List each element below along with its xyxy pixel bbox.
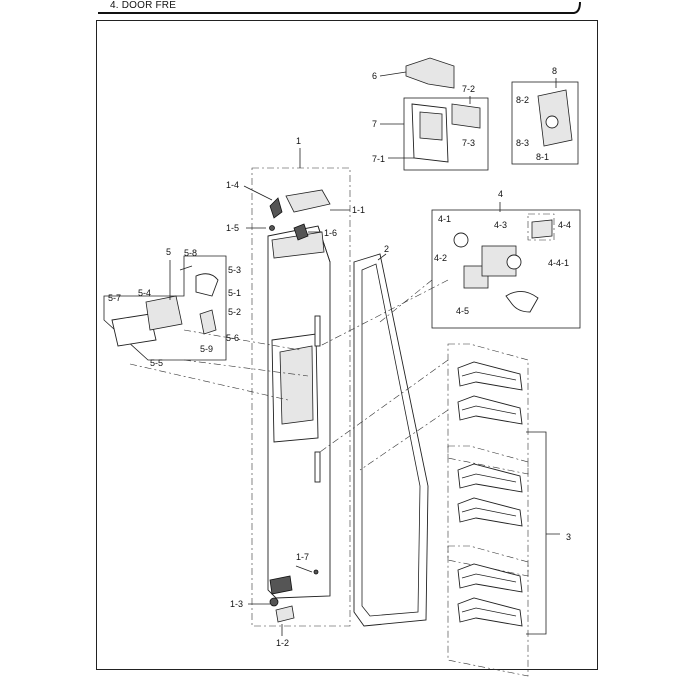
part-4-1 bbox=[453, 232, 469, 248]
shelf-bin-2-1 bbox=[457, 463, 523, 493]
part-5-6 bbox=[199, 309, 217, 335]
door-gasket bbox=[353, 253, 429, 627]
label-5-6: 5-6 bbox=[226, 333, 239, 343]
label-1: 1 bbox=[296, 136, 301, 146]
module-6-7 bbox=[403, 57, 489, 171]
label-5-4: 5-4 bbox=[138, 288, 151, 298]
shelf-bin-2-2 bbox=[457, 497, 523, 527]
shelf-bracket-leader bbox=[526, 431, 560, 635]
door-shelves bbox=[447, 343, 560, 677]
header-rule bbox=[98, 1, 581, 14]
label-4-2: 4-2 bbox=[434, 253, 447, 263]
part-8-1 bbox=[545, 115, 559, 129]
dispenser-cavity bbox=[279, 345, 314, 425]
assembly-lines bbox=[129, 279, 449, 471]
module-4-outline bbox=[431, 209, 581, 329]
shelf-bin-rim-3-2 bbox=[461, 607, 517, 617]
label-5-7: 5-7 bbox=[108, 293, 121, 303]
label-1-2: 1-2 bbox=[276, 638, 289, 648]
shelf-bin-3-1 bbox=[457, 563, 523, 593]
shelf-bin-1-2 bbox=[457, 395, 523, 425]
cap-1-7 bbox=[313, 569, 319, 575]
label-4-4-1: 4-4-1 bbox=[548, 258, 569, 268]
label-8-3: 8-3 bbox=[516, 138, 529, 148]
label-7-3: 7-3 bbox=[462, 138, 475, 148]
label-4: 4 bbox=[498, 189, 503, 199]
part-4-4-frame bbox=[527, 213, 555, 241]
label-4-1: 4-1 bbox=[438, 214, 451, 224]
label-3: 3 bbox=[566, 532, 571, 542]
section-header: 4. DOOR FRE bbox=[96, 0, 582, 14]
module-8-outline bbox=[511, 81, 579, 165]
label-5-9: 5-9 bbox=[200, 344, 213, 354]
shelf-group-top bbox=[447, 343, 529, 475]
module-7-outline bbox=[403, 97, 489, 171]
label-8-1: 8-1 bbox=[536, 152, 549, 162]
shelf-bin-3-2 bbox=[457, 597, 523, 627]
label-1-3: 1-3 bbox=[230, 599, 243, 609]
label-6: 6 bbox=[372, 71, 377, 81]
label-7-1: 7-1 bbox=[372, 154, 385, 164]
leader-lines bbox=[169, 71, 557, 636]
label-1-5: 1-5 bbox=[226, 223, 239, 233]
shelf-group-bottom bbox=[447, 545, 529, 677]
label-8: 8 bbox=[552, 66, 557, 76]
label-5-5: 5-5 bbox=[150, 358, 163, 368]
label-1-6: 1-6 bbox=[324, 228, 337, 238]
module-5 bbox=[103, 255, 227, 361]
shelf-bin-rim-2-1 bbox=[461, 473, 517, 483]
part-5-7-cover bbox=[111, 313, 157, 347]
part-4-4-1 bbox=[505, 291, 539, 313]
hinge-bracket bbox=[293, 223, 309, 241]
part-5-4-board bbox=[145, 295, 183, 331]
label-5-2: 5-2 bbox=[228, 307, 241, 317]
label-1-7: 1-7 bbox=[296, 552, 309, 562]
label-8-2: 8-2 bbox=[516, 95, 529, 105]
diagram-frame bbox=[96, 20, 598, 670]
part-6 bbox=[405, 57, 455, 89]
shelf-bin-rim-1-1 bbox=[461, 371, 517, 381]
label-5: 5 bbox=[166, 247, 171, 257]
label-7: 7 bbox=[372, 119, 377, 129]
callout-labels: 1 1-1 1-2 1-3 1-4 1-5 1-6 1-7 2 3 4 4-1 … bbox=[108, 66, 571, 648]
part-4-cap bbox=[506, 254, 522, 270]
label-2: 2 bbox=[384, 244, 389, 254]
door-hinge-mark-lower bbox=[314, 451, 321, 483]
label-4-5: 4-5 bbox=[456, 306, 469, 316]
label-5-8: 5-8 bbox=[184, 248, 197, 258]
shelf-bin-rim-2-2 bbox=[461, 507, 517, 517]
bottom-hinge-cover bbox=[275, 605, 295, 623]
shelf-bin-rim-3-1 bbox=[461, 573, 517, 583]
label-4-4: 4-4 bbox=[558, 220, 571, 230]
label-5-1: 5-1 bbox=[228, 288, 241, 298]
shelf-group-mid bbox=[447, 445, 529, 577]
washer-1-3 bbox=[269, 597, 279, 607]
shelf-bin-rim-1-2 bbox=[461, 405, 517, 415]
door-hinge-mark bbox=[314, 315, 321, 347]
shelf-bin-1-1 bbox=[457, 361, 523, 391]
bottom-hinge bbox=[269, 575, 293, 595]
part-5-1 bbox=[195, 273, 219, 297]
door-group-outline bbox=[251, 167, 351, 627]
label-1-1: 1-1 bbox=[352, 205, 365, 215]
part-5-8 bbox=[179, 265, 193, 271]
part-7-2 bbox=[451, 103, 481, 129]
part-4-4 bbox=[531, 219, 553, 239]
screw-1-5 bbox=[269, 225, 275, 231]
label-7-2: 7-2 bbox=[462, 84, 475, 94]
door-assembly bbox=[251, 167, 351, 627]
top-hinge-cover bbox=[285, 189, 331, 213]
label-1-4: 1-4 bbox=[226, 180, 239, 190]
label-5-3: 5-3 bbox=[228, 265, 241, 275]
module-8 bbox=[511, 81, 579, 165]
hinge-pin bbox=[269, 197, 283, 219]
section-title: 4. DOOR FRE bbox=[110, 0, 177, 11]
label-4-3: 4-3 bbox=[494, 220, 507, 230]
module-4 bbox=[431, 209, 581, 329]
